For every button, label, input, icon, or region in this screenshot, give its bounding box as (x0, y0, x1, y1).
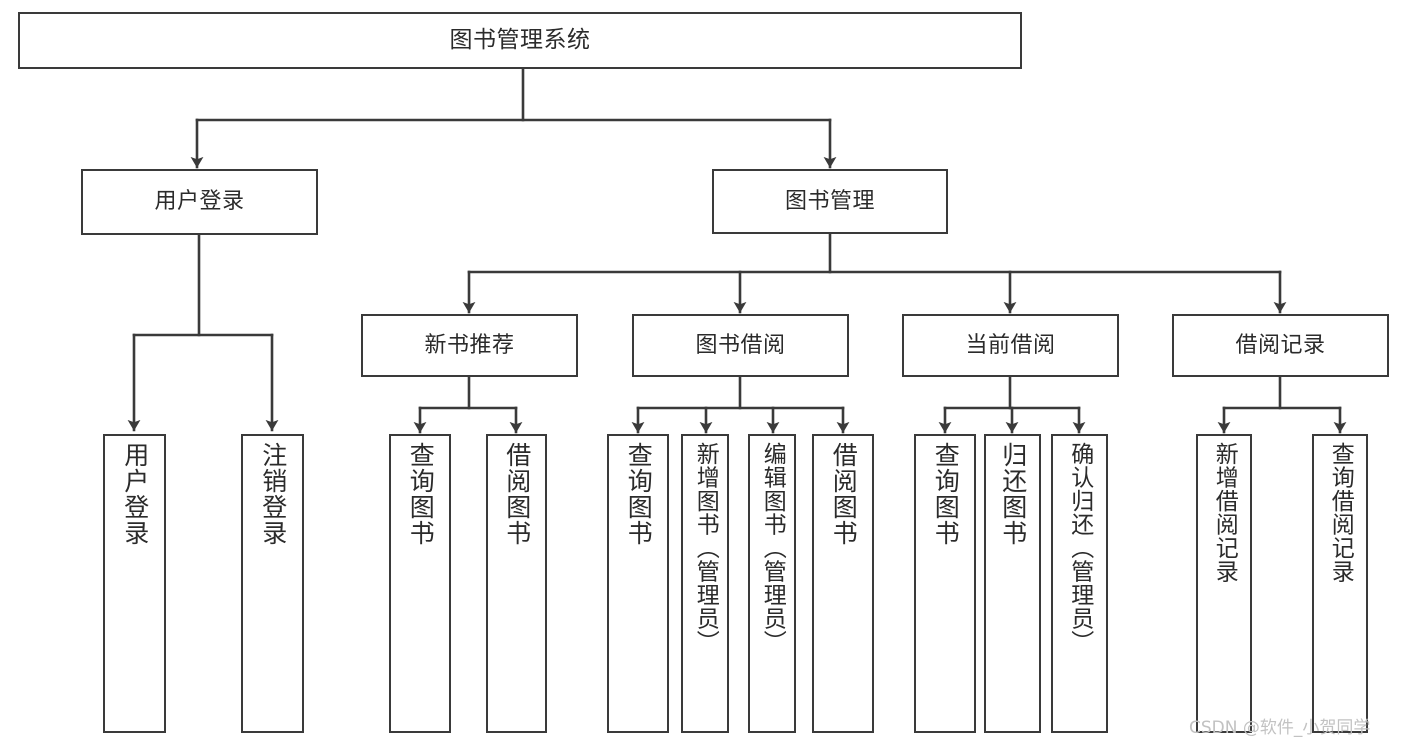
node-leaf-label: 查询图书 (406, 442, 436, 546)
node-leaf-book-borrow-edit[interactable]: 编辑图书（管理员） (748, 434, 796, 733)
node-leaf-new-book-query[interactable]: 查询图书 (389, 434, 451, 733)
node-leaf-user-login-logout[interactable]: 注销登录 (241, 434, 304, 733)
node-current-borrow[interactable]: 当前借阅 (902, 314, 1119, 377)
node-current-borrow-label: 当前借阅 (965, 332, 1056, 358)
node-user-login[interactable]: 用户登录 (81, 169, 318, 235)
node-root[interactable]: 图书管理系统 (18, 12, 1022, 69)
node-leaf-borrow-record-query[interactable]: 查询借阅记录 (1312, 434, 1368, 733)
node-leaf-label: 归还图书 (998, 442, 1028, 546)
node-leaf-current-borrow-confirm[interactable]: 确认归还（管理员） (1051, 434, 1108, 733)
node-leaf-book-borrow-add[interactable]: 新增图书（管理员） (681, 434, 729, 733)
node-leaf-label: 查询图书 (931, 442, 961, 546)
node-book-manage-label: 图书管理 (784, 188, 875, 214)
node-leaf-current-borrow-query[interactable]: 查询图书 (914, 434, 976, 733)
node-leaf-label: 查询借阅记录 (1327, 442, 1354, 583)
node-leaf-label: 编辑图书（管理员） (759, 442, 786, 654)
node-leaf-label: 用户登录 (120, 442, 150, 546)
node-new-book-recommend-label: 新书推荐 (424, 332, 515, 358)
node-leaf-label: 新增借阅记录 (1211, 442, 1238, 583)
node-leaf-label: 新增图书（管理员） (692, 442, 719, 654)
node-leaf-label: 注销登录 (258, 442, 288, 546)
node-root-label: 图书管理系统 (449, 27, 591, 54)
node-leaf-new-book-borrow[interactable]: 借阅图书 (486, 434, 547, 733)
node-user-login-label: 用户登录 (154, 189, 245, 215)
node-leaf-book-borrow-borrow[interactable]: 借阅图书 (812, 434, 874, 733)
node-leaf-book-borrow-query[interactable]: 查询图书 (607, 434, 669, 733)
node-leaf-current-borrow-return[interactable]: 归还图书 (984, 434, 1041, 733)
node-leaf-label: 查询图书 (624, 442, 654, 546)
node-book-borrow-label: 图书借阅 (695, 332, 786, 358)
node-leaf-label: 确认归还（管理员） (1066, 442, 1093, 654)
node-leaf-user-login-login[interactable]: 用户登录 (103, 434, 166, 733)
node-book-manage[interactable]: 图书管理 (712, 169, 948, 234)
node-leaf-label: 借阅图书 (829, 442, 859, 546)
node-leaf-borrow-record-add[interactable]: 新增借阅记录 (1196, 434, 1252, 733)
node-borrow-record-label: 借阅记录 (1235, 332, 1326, 358)
node-new-book-recommend[interactable]: 新书推荐 (361, 314, 578, 377)
node-leaf-label: 借阅图书 (502, 442, 532, 546)
node-book-borrow[interactable]: 图书借阅 (632, 314, 849, 377)
node-borrow-record[interactable]: 借阅记录 (1172, 314, 1389, 377)
